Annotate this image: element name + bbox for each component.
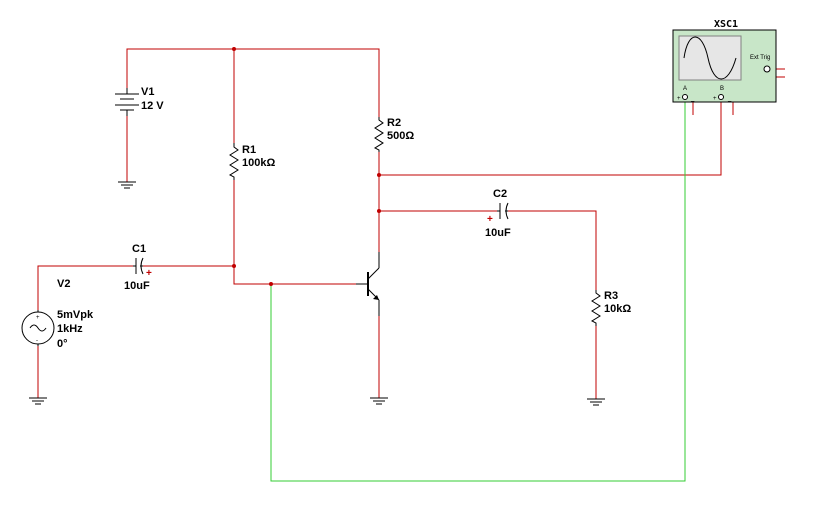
c1-value-label: 10uF — [124, 280, 150, 292]
ac-source-v2[interactable]: + - V2 5mVpk 1kHz 0° — [21, 278, 94, 350]
npn-transistor-q1[interactable] — [356, 252, 380, 316]
scope-channel-a-label: A — [683, 86, 687, 92]
r1-value-label: 100kΩ — [242, 157, 275, 169]
junction-dot — [377, 209, 381, 213]
scope-screen — [678, 35, 742, 81]
r2-value-label: 500Ω — [387, 130, 414, 142]
v2-amplitude-label: 5mVpk — [57, 309, 94, 321]
scope-waveform — [683, 36, 737, 80]
c2-polarity-mark: + — [487, 214, 493, 225]
wire-probe-a[interactable] — [270, 100, 686, 482]
svg-text:-: - — [36, 338, 38, 344]
scope-a-minus: _ — [690, 96, 695, 102]
c1-ref-label: C1 — [132, 243, 146, 255]
v1-ref-label: V1 — [141, 86, 154, 98]
v2-frequency-label: 1kHz — [57, 323, 83, 335]
ground-emitter — [370, 397, 388, 405]
r3-value-label: 10kΩ — [604, 303, 631, 315]
battery-v1[interactable]: V1 12 V — [115, 86, 164, 116]
wire-collector-scope-b[interactable] — [379, 100, 722, 176]
wire-v2-c1[interactable] — [37, 265, 133, 310]
resistor-r2[interactable]: R2 500Ω — [373, 117, 414, 152]
v2-phase-label: 0° — [57, 338, 68, 350]
scope-channel-b-label: B — [720, 86, 724, 92]
resistor-r3[interactable]: R3 10kΩ — [590, 290, 631, 326]
c2-ref-label: C2 — [493, 188, 507, 200]
c2-value-label: 10uF — [485, 227, 511, 239]
junction-dot — [269, 282, 273, 286]
ground-v1 — [118, 181, 136, 189]
r2-ref-label: R2 — [387, 117, 401, 129]
scope-ref-label: XSC1 — [714, 19, 738, 30]
emitter-arrow — [373, 295, 379, 300]
junction-dot — [232, 264, 236, 268]
junction-dots — [232, 47, 381, 286]
resistor-r1[interactable]: R1 100kΩ — [228, 143, 275, 180]
v2-ref-label: V2 — [57, 278, 70, 290]
junction-dot — [377, 173, 381, 177]
capacitor-c2[interactable]: C2 + 10uF — [485, 188, 511, 239]
wire-r1-base[interactable] — [233, 180, 356, 285]
wire-top-rail[interactable] — [126, 48, 380, 117]
v1-value-label: 12 V — [141, 100, 164, 112]
c1-polarity-mark: + — [146, 268, 152, 279]
svg-text:+: + — [36, 315, 40, 321]
wire-c2-r3[interactable] — [508, 210, 597, 290]
scope-trigger-label: Ext Trig — [750, 55, 770, 61]
scope-trigger-terminal[interactable] — [763, 65, 771, 73]
scope-a-plus: + — [677, 96, 681, 102]
scope-b-plus: + — [713, 96, 717, 102]
ground-v2 — [29, 397, 47, 405]
wires — [37, 48, 785, 399]
scope-channel-b-terminal[interactable] — [718, 94, 724, 100]
scope-b-minus: _ — [727, 96, 732, 102]
ground-r3 — [587, 398, 605, 406]
scope-channel-a-terminal[interactable] — [682, 94, 688, 100]
r3-ref-label: R3 — [604, 290, 618, 302]
r1-ref-label: R1 — [242, 144, 256, 156]
oscilloscope-xsc1[interactable]: XSC1 Ext Trig A B + _ + _ — [672, 19, 777, 103]
capacitor-c1[interactable]: C1 + 10uF — [124, 243, 152, 292]
junction-dot — [232, 47, 236, 51]
